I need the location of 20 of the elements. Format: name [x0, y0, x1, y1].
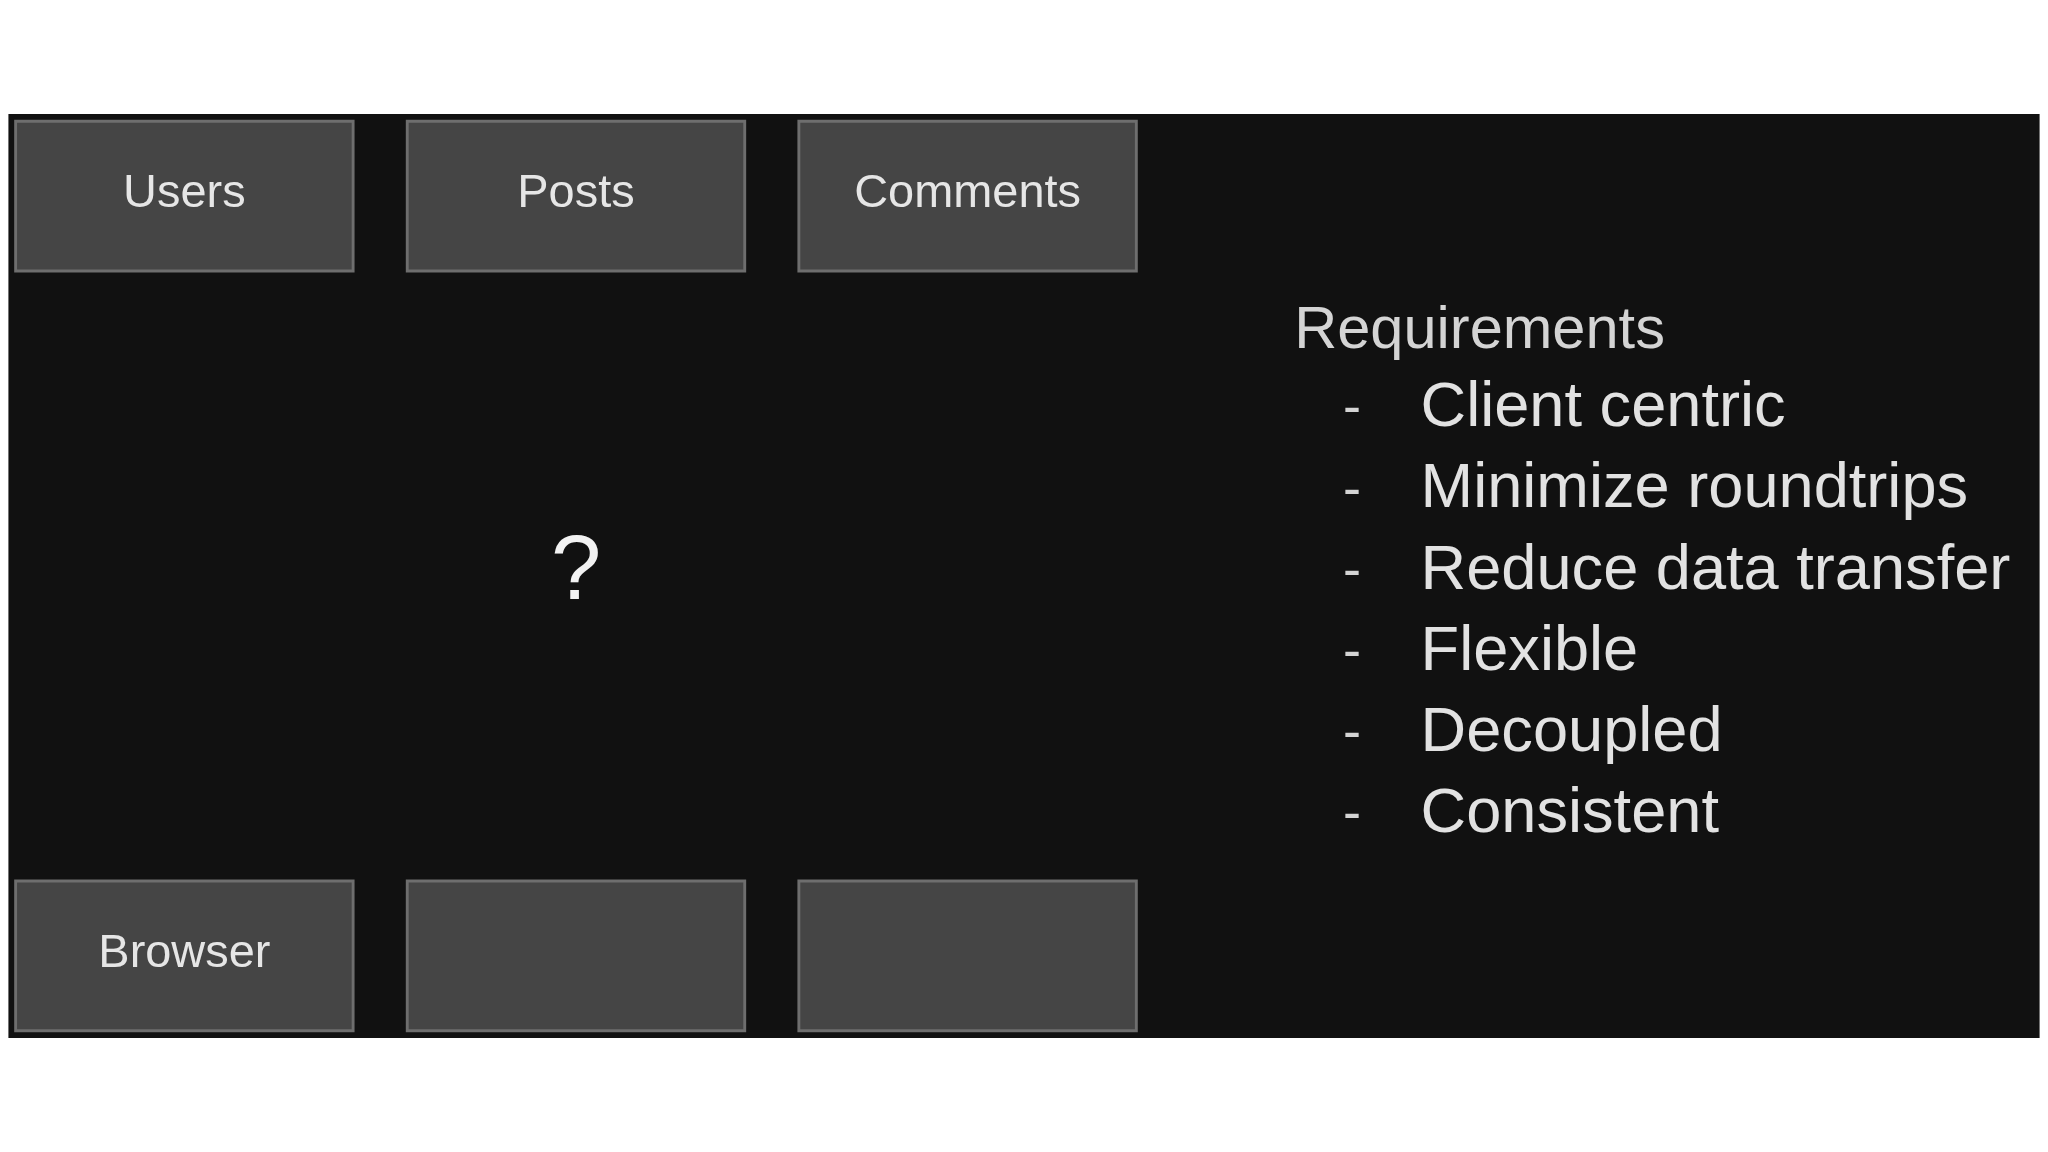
label: Reduce data transfer — [1420, 531, 2011, 602]
label: Flexible — [1420, 612, 1639, 683]
label: - — [1342, 456, 1362, 517]
label: - — [1342, 619, 1362, 680]
label: - — [1342, 700, 1362, 761]
label: - — [1342, 375, 1362, 436]
node-box — [405, 879, 747, 1033]
label: - — [1342, 537, 1362, 598]
node-box — [797, 879, 1138, 1033]
node-box: Browser — [14, 879, 355, 1033]
label: Decoupled — [1420, 694, 1723, 765]
label: ? — [550, 516, 602, 618]
node-box: Comments — [797, 119, 1138, 273]
label: Client centric — [1420, 369, 1786, 440]
label: - — [1342, 781, 1362, 842]
label: Minimize roundtrips — [1420, 450, 1969, 521]
label: Requirements — [1294, 293, 1665, 361]
label: Consistent — [1420, 775, 1719, 846]
node-box: Posts — [405, 119, 747, 273]
node-box: Users — [14, 119, 355, 273]
